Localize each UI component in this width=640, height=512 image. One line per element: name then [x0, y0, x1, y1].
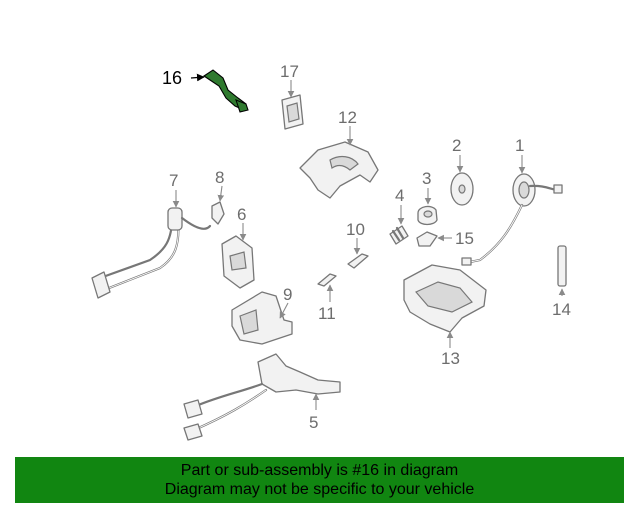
part-2[interactable]: 2 — [450, 136, 474, 206]
callout-14: 14 — [552, 300, 571, 319]
part-9[interactable]: 9 — [231, 285, 293, 345]
part-15[interactable]: 15 — [416, 229, 474, 248]
callout-17: 17 — [280, 62, 299, 81]
part-3[interactable]: 3 — [417, 169, 438, 226]
part-17[interactable]: 17 — [280, 62, 304, 130]
part-14[interactable]: 14 — [552, 245, 571, 319]
callout-9: 9 — [283, 285, 292, 304]
part-6[interactable]: 6 — [221, 205, 255, 289]
part-7[interactable]: 7 — [91, 171, 212, 299]
callout-11: 11 — [318, 304, 336, 323]
part-10[interactable]: 10 — [346, 220, 369, 269]
callout-10: 10 — [346, 220, 365, 239]
callout-4: 4 — [395, 186, 404, 205]
callout-8: 8 — [215, 168, 224, 187]
part-13[interactable]: 13 — [403, 264, 487, 368]
callout-1: 1 — [515, 136, 524, 155]
callout-7: 7 — [169, 171, 178, 190]
part-1[interactable]: 1 — [461, 136, 563, 266]
callout-2: 2 — [452, 136, 461, 155]
part-5[interactable]: 5 — [183, 353, 341, 441]
callout-6: 6 — [237, 205, 246, 224]
part-12[interactable]: 12 — [299, 108, 379, 199]
callout-5: 5 — [309, 413, 318, 432]
callout-16: 16 — [162, 68, 182, 88]
banner-line-2: Diagram may not be specific to your vehi… — [164, 481, 475, 498]
part-4[interactable]: 4 — [389, 186, 409, 245]
part-info-banner: Part or sub-assembly is #16 in diagram D… — [15, 457, 624, 503]
callout-12: 12 — [338, 108, 357, 127]
part-16[interactable]: 16 — [162, 68, 249, 113]
exploded-parts-diagram: 16 17 12 2 1 3 — [91, 62, 571, 441]
callout-13: 13 — [441, 349, 460, 368]
part-8[interactable]: 8 — [211, 168, 225, 225]
callout-15: 15 — [455, 229, 474, 248]
banner-line-1: Part or sub-assembly is #16 in diagram — [180, 462, 459, 479]
callout-3: 3 — [422, 169, 431, 188]
part-11[interactable]: 11 — [317, 273, 337, 323]
